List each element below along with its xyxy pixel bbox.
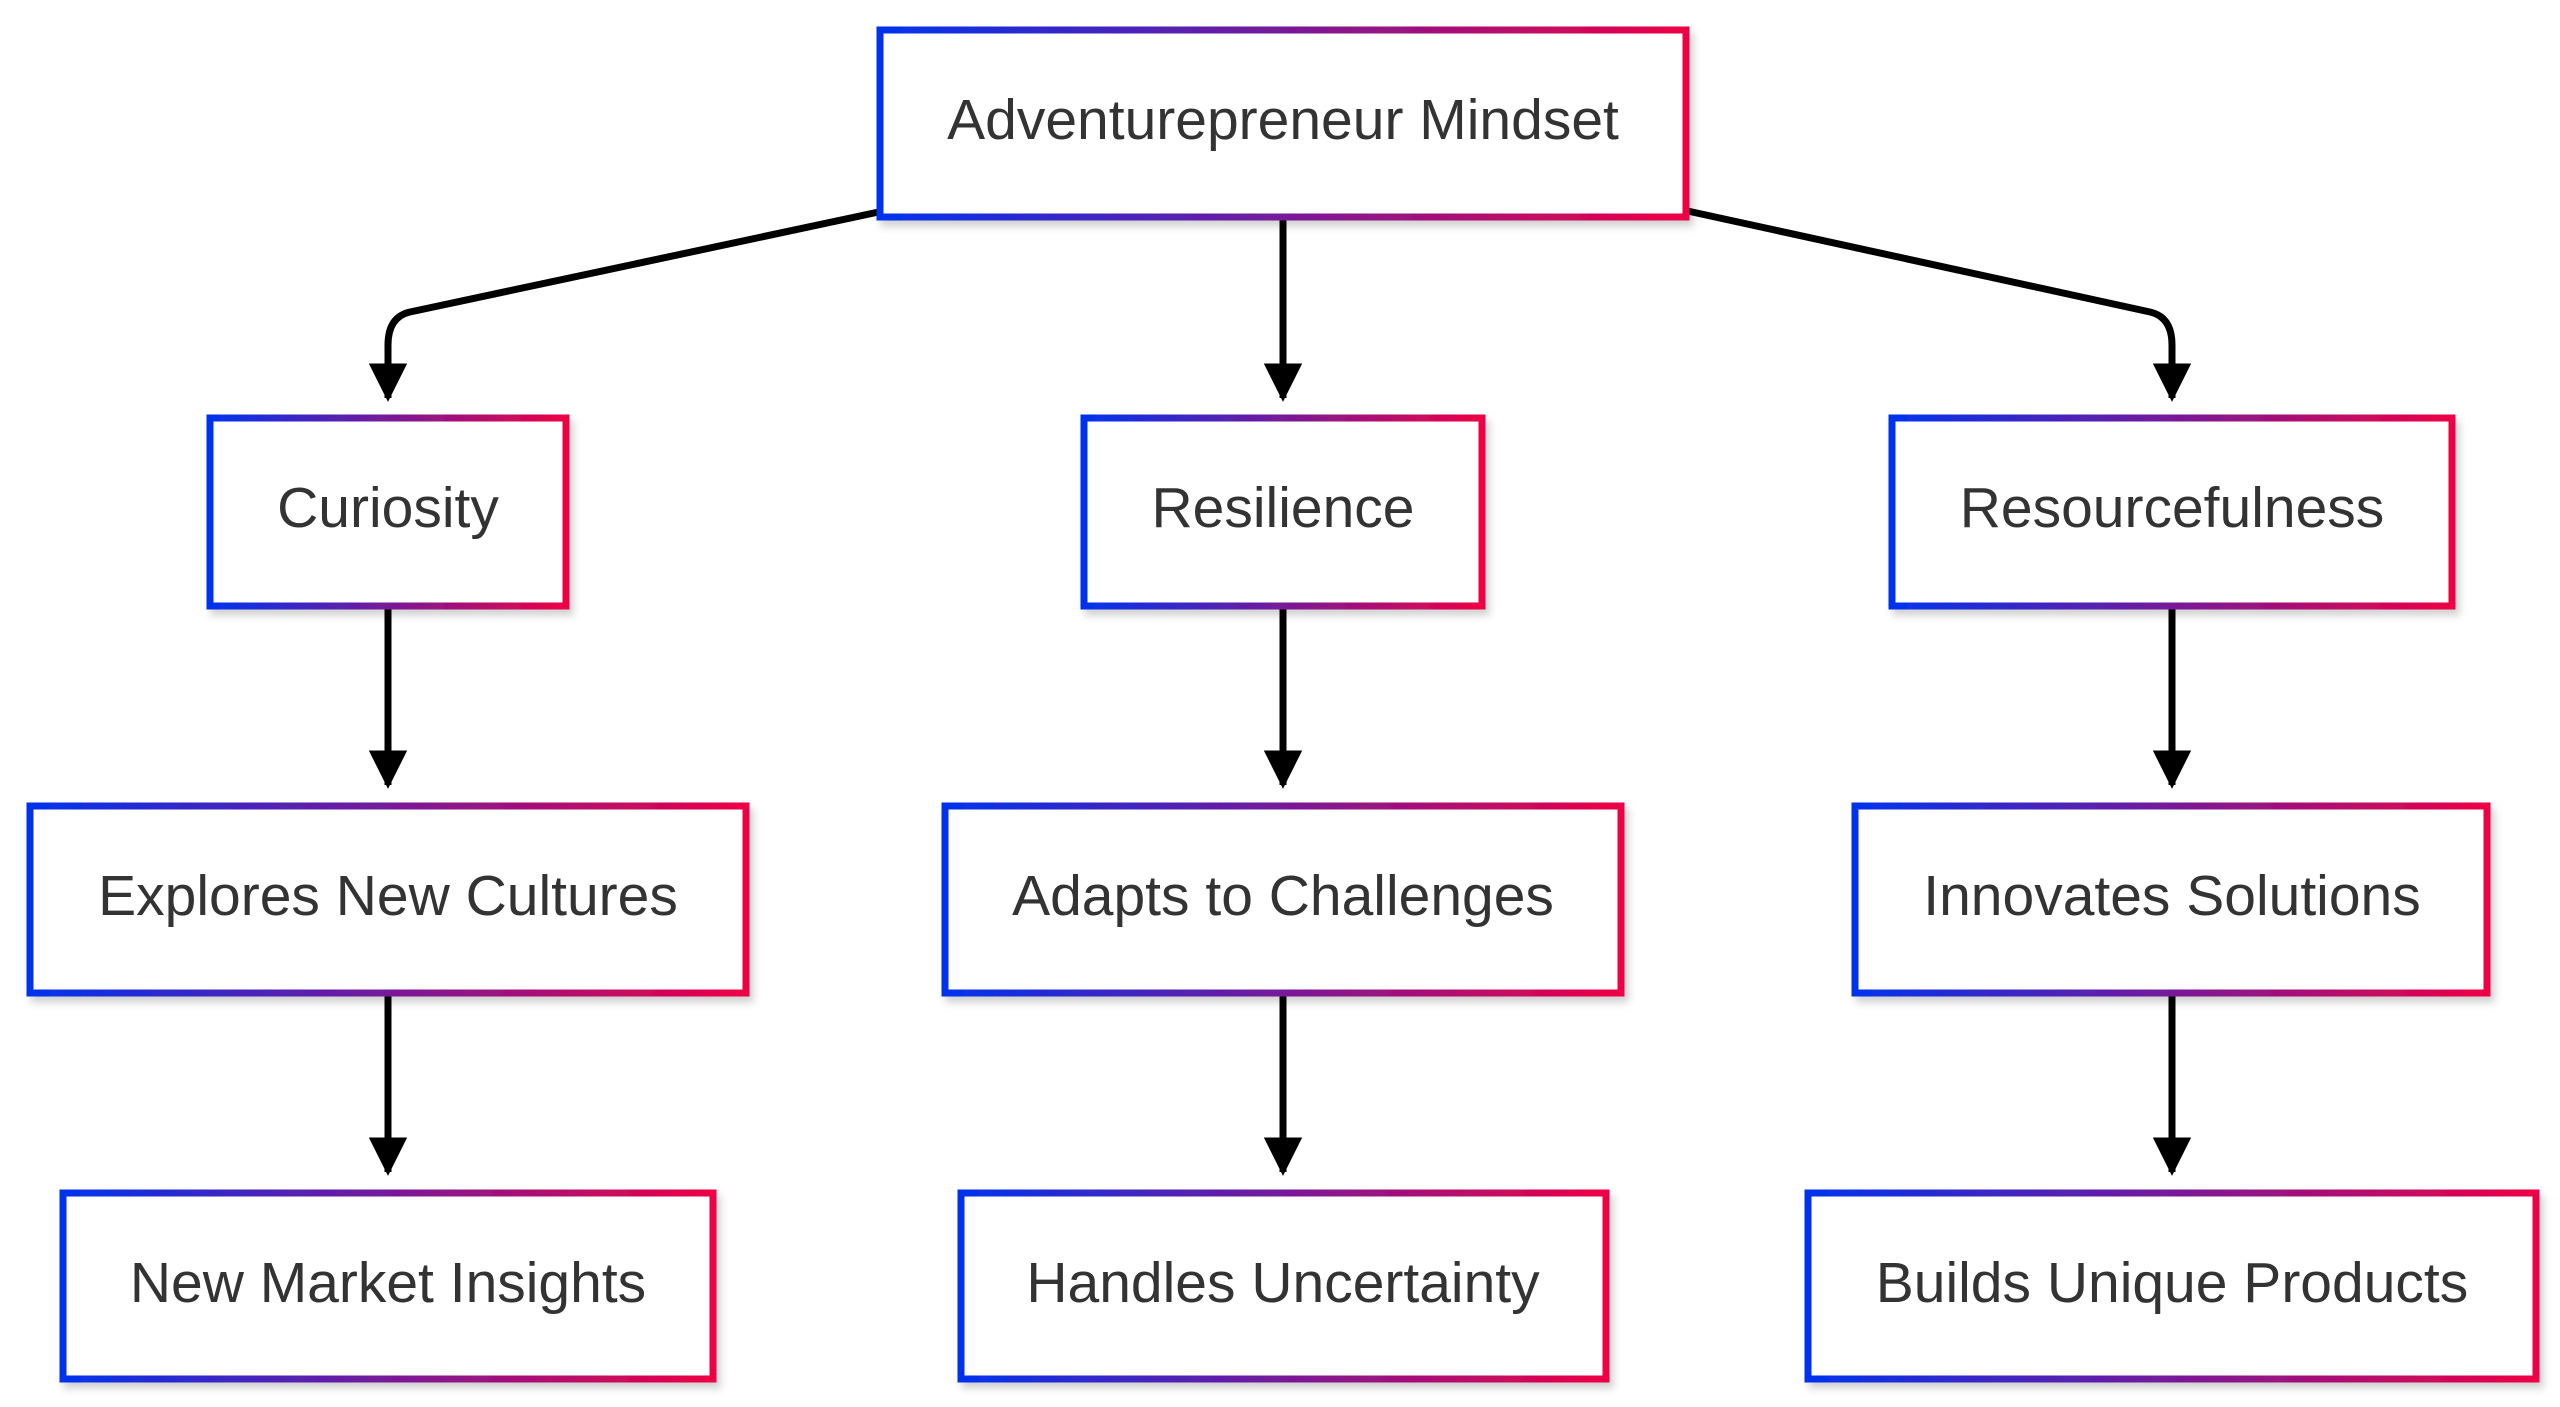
node-insights[interactable]: New Market Insights <box>59 1189 717 1383</box>
node-products[interactable]: Builds Unique Products <box>1804 1189 2540 1383</box>
node-insights-label: New Market Insights <box>130 1251 646 1315</box>
node-resourcefulness[interactable]: Resourcefulness <box>1888 414 2456 610</box>
node-uncertainty[interactable]: Handles Uncertainty <box>957 1189 1610 1383</box>
node-innovates[interactable]: Innovates Solutions <box>1851 802 2491 997</box>
node-resilience-label: Resilience <box>1152 476 1415 540</box>
node-products-label: Builds Unique Products <box>1876 1251 2469 1315</box>
node-curiosity-label: Curiosity <box>277 476 499 540</box>
node-adapts-label: Adapts to Challenges <box>1012 864 1554 928</box>
node-curiosity[interactable]: Curiosity <box>206 414 570 610</box>
node-explores-label: Explores New Cultures <box>98 864 678 928</box>
node-root[interactable]: Adventurepreneur Mindset <box>876 26 1690 221</box>
nodes-layer: Adventurepreneur Mindset Curiosity Resil… <box>26 26 2540 1383</box>
node-root-label: Adventurepreneur Mindset <box>947 88 1619 152</box>
node-resourcefulness-label: Resourcefulness <box>1960 476 2385 540</box>
node-innovates-label: Innovates Solutions <box>1923 864 2421 928</box>
edge-root-curiosity <box>368 206 889 402</box>
node-resilience[interactable]: Resilience <box>1080 414 1486 610</box>
edges-layer <box>368 206 2192 1176</box>
node-uncertainty-label: Handles Uncertainty <box>1026 1251 1540 1315</box>
edge-root-resourcefulness <box>1682 206 2192 402</box>
node-explores[interactable]: Explores New Cultures <box>26 802 750 997</box>
node-adapts[interactable]: Adapts to Challenges <box>941 802 1625 997</box>
